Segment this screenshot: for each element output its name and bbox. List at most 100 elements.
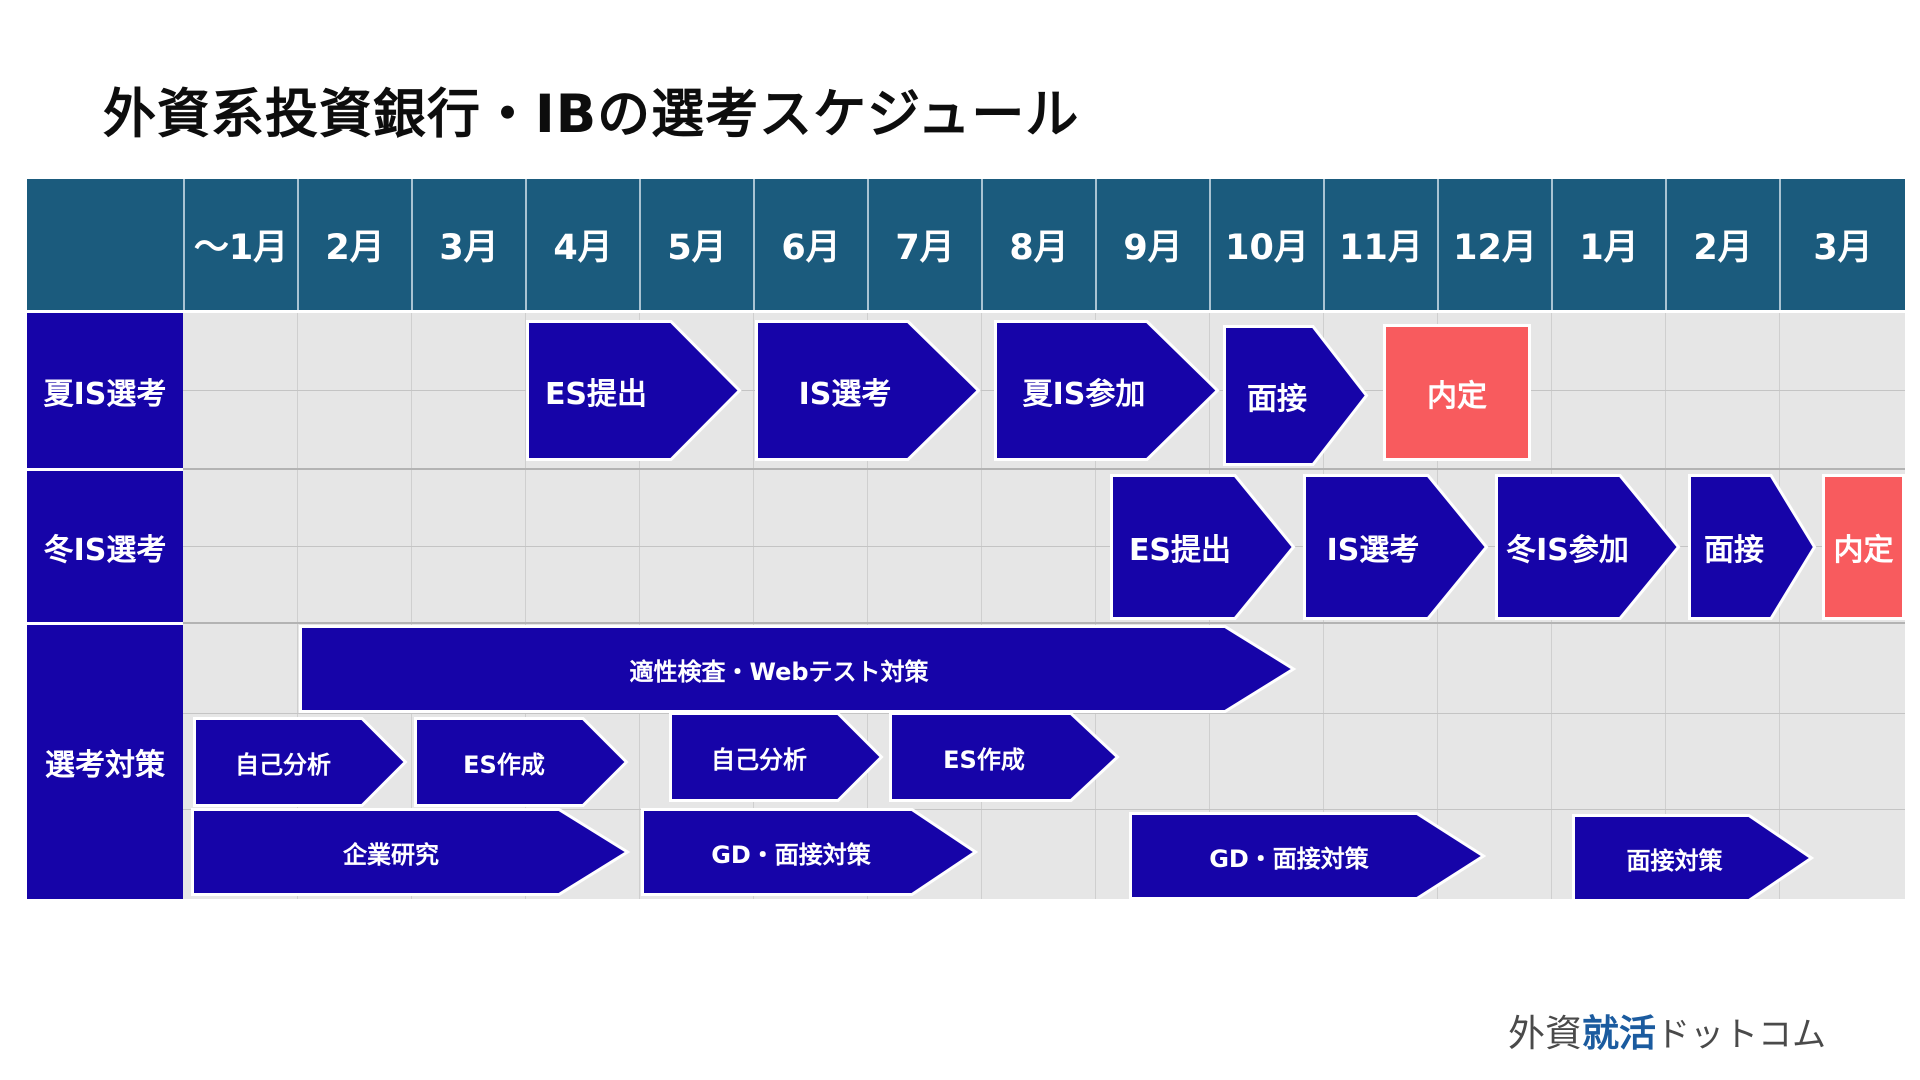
winter-interview-arrow: 面接 [1688, 474, 1817, 620]
arrow-polygon [669, 712, 884, 802]
arrow-polygon [994, 320, 1220, 461]
month-header-cell: 5月 [639, 179, 753, 310]
arrow-shape [299, 625, 1297, 713]
arrow-label: ES作成 [463, 750, 545, 779]
summer-participate-arrow: 夏IS参加 [994, 320, 1220, 461]
arrow-polygon [299, 625, 1297, 713]
arrow-label: GD・面接対策 [1209, 844, 1369, 873]
summer-is-arrow: IS選考 [755, 320, 981, 461]
row-label-winter: 冬IS選考 [27, 471, 183, 622]
grid-line [981, 313, 982, 899]
arrow-shape [889, 712, 1120, 802]
arrow-label: 冬IS参加 [1506, 533, 1629, 568]
month-header: 〜1月 2月 3月 4月 5月 6月 7月 8月 9月 10月 11月 12月 … [27, 179, 1905, 310]
month-header-cell: 1月 [1551, 179, 1665, 310]
grid-line [867, 313, 868, 899]
arrow-label: 面接 [1704, 533, 1764, 568]
es-writing-arrow-2: ES作成 [889, 712, 1120, 802]
arrow-label: GD・面接対策 [711, 840, 871, 869]
arrow-label: 企業研究 [343, 840, 439, 869]
site-logo: 外資就活ドットコム [1508, 1003, 1826, 1057]
row-divider [27, 622, 183, 625]
month-header-cell: 7月 [867, 179, 981, 310]
month-header-cell: 6月 [753, 179, 867, 310]
arrow-polygon [1303, 474, 1489, 620]
grid-line [639, 313, 640, 899]
arrow-label: ES提出 [1128, 533, 1232, 568]
arrow-label: 適性検査・Webテスト対策 [629, 657, 929, 686]
month-header-cell: 2月 [297, 179, 411, 310]
grid-line [1095, 313, 1096, 899]
arrow-polygon [193, 717, 408, 807]
arrow-polygon [641, 808, 979, 896]
arrow-polygon [755, 320, 981, 461]
grid-line [411, 313, 412, 899]
arrow-label: 面接対策 [1626, 846, 1723, 875]
arrow-polygon [414, 717, 629, 807]
winter-is-arrow: IS選考 [1303, 474, 1489, 620]
grid-line [183, 809, 1905, 810]
month-header-cell: 10月 [1209, 179, 1323, 310]
arrow-shape [1223, 325, 1369, 466]
month-header-cell: 9月 [1095, 179, 1209, 310]
row-label-prep: 選考対策 [27, 625, 183, 899]
arrow-polygon [191, 808, 631, 896]
arrow-polygon [1688, 474, 1817, 620]
month-header-cell: 3月 [1779, 179, 1905, 310]
grid-line [1665, 313, 1666, 899]
grid-line [183, 622, 1905, 624]
grid-line [183, 546, 1905, 547]
arrow-shape [1303, 474, 1489, 620]
logo-text: 就活 [1582, 1011, 1656, 1055]
header-corner [27, 179, 183, 310]
month-header-cell: 〜1月 [183, 179, 297, 310]
arrow-shape [1688, 474, 1817, 620]
arrow-polygon [889, 712, 1120, 802]
gd-interview-prep-arrow-2: GD・面接対策 [1129, 812, 1487, 900]
winter-participate-arrow: 冬IS参加 [1495, 474, 1681, 620]
grid-line [183, 468, 1905, 470]
arrow-label: 自己分析 [711, 745, 807, 774]
arrow-shape [193, 717, 408, 807]
arrow-shape [1495, 474, 1681, 620]
arrow-label: IS選考 [798, 376, 892, 412]
row-label-summer: 夏IS選考 [27, 313, 183, 468]
arrow-label: 自己分析 [235, 750, 331, 779]
arrow-polygon [1572, 814, 1815, 902]
arrow-shape [641, 808, 979, 896]
grid-line [525, 313, 526, 899]
row-divider [27, 468, 183, 471]
arrow-label: ES提出 [544, 376, 648, 412]
month-header-cell: 12月 [1437, 179, 1551, 310]
summer-interview-arrow: 面接 [1223, 325, 1369, 466]
arrow-shape [755, 320, 981, 461]
summer-es-arrow: ES提出 [526, 320, 742, 461]
arrow-label: IS選考 [1326, 533, 1420, 568]
month-header-cell: 11月 [1323, 179, 1437, 310]
logo-text: ドットコム [1656, 1015, 1826, 1055]
winter-offer-box: 内定 [1822, 474, 1905, 620]
es-writing-arrow-1: ES作成 [414, 717, 629, 807]
summer-offer-box: 内定 [1383, 324, 1531, 461]
page-title: 外資系投資銀行・IBの選考スケジュール [103, 84, 1080, 145]
logo-text: 外資 [1508, 1012, 1582, 1055]
arrow-shape [191, 808, 631, 896]
company-research-arrow: 企業研究 [191, 808, 631, 896]
winter-es-arrow: ES提出 [1110, 474, 1296, 620]
webtest-arrow: 適性検査・Webテスト対策 [299, 625, 1297, 713]
month-header-cell: 4月 [525, 179, 639, 310]
interview-prep-arrow: 面接対策 [1572, 814, 1815, 902]
arrow-shape [1129, 812, 1487, 900]
arrow-polygon [526, 320, 742, 461]
self-analysis-arrow-1: 自己分析 [193, 717, 408, 807]
month-header-cell: 8月 [981, 179, 1095, 310]
month-header-cell: 3月 [411, 179, 525, 310]
arrow-label: ES作成 [943, 745, 1025, 774]
arrow-shape [1572, 814, 1815, 902]
arrow-shape [526, 320, 742, 461]
arrow-shape [994, 320, 1220, 461]
self-analysis-arrow-2: 自己分析 [669, 712, 884, 802]
arrow-polygon [1129, 812, 1487, 900]
arrow-polygon [1223, 325, 1369, 466]
grid-line [753, 313, 754, 899]
